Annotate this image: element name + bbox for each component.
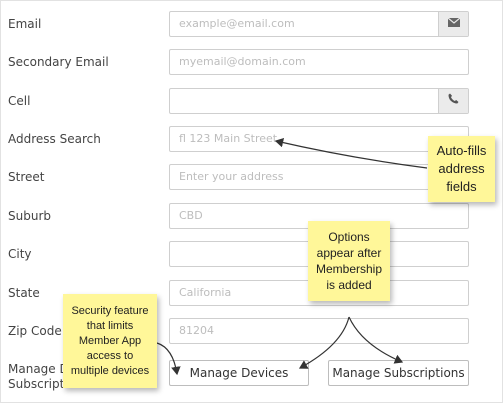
- address-search-field[interactable]: fl 123 Main Street: [169, 126, 469, 152]
- email-addon[interactable]: [438, 12, 468, 36]
- autofill-callout: Auto-fills address fields: [428, 136, 495, 202]
- secondary-email-label: Secondary Email: [8, 55, 109, 69]
- zip-code-label: Zip Code: [8, 324, 62, 338]
- street-field[interactable]: Enter your address: [169, 164, 469, 190]
- address-search-placeholder: fl 123 Main Street: [179, 132, 278, 145]
- street-placeholder: Enter your address: [179, 170, 284, 183]
- cell-label: Cell: [8, 94, 31, 108]
- street-label: Street: [8, 170, 45, 184]
- email-placeholder: example@email.com: [179, 17, 295, 30]
- zip-code-field[interactable]: 81204: [169, 318, 469, 344]
- state-label: State: [8, 286, 40, 300]
- options-callout-text: Options appear after Membership is added: [315, 230, 383, 292]
- zip-code-placeholder: 81204: [179, 324, 214, 337]
- security-callout: Security feature that limits Member App …: [63, 294, 157, 388]
- options-callout: Options appear after Membership is added: [308, 221, 390, 301]
- email-label: Email: [8, 17, 42, 31]
- secondary-email-placeholder: myemail@domain.com: [179, 55, 306, 68]
- envelope-icon: [447, 12, 460, 36]
- cell-addon[interactable]: [438, 89, 468, 113]
- autofill-callout-text: Auto-fills address fields: [436, 143, 487, 194]
- email-field[interactable]: example@email.com: [169, 11, 469, 37]
- state-placeholder: California: [179, 286, 232, 299]
- manage-subscriptions-button[interactable]: Manage Subscriptions: [328, 360, 469, 386]
- manage-label-line2: Subscriptio: [8, 377, 75, 391]
- suburb-placeholder: CBD: [179, 209, 203, 222]
- city-label: City: [8, 247, 32, 261]
- manage-devices-button[interactable]: Manage Devices: [169, 360, 309, 386]
- secondary-email-field[interactable]: myemail@domain.com: [169, 49, 469, 75]
- cell-field[interactable]: [169, 88, 469, 114]
- suburb-label: Suburb: [8, 209, 51, 223]
- security-callout-text: Security feature that limits Member App …: [70, 304, 150, 377]
- address-search-label: Address Search: [8, 132, 101, 146]
- phone-icon: [448, 89, 459, 113]
- manage-label-line1: Manage De: [8, 362, 77, 376]
